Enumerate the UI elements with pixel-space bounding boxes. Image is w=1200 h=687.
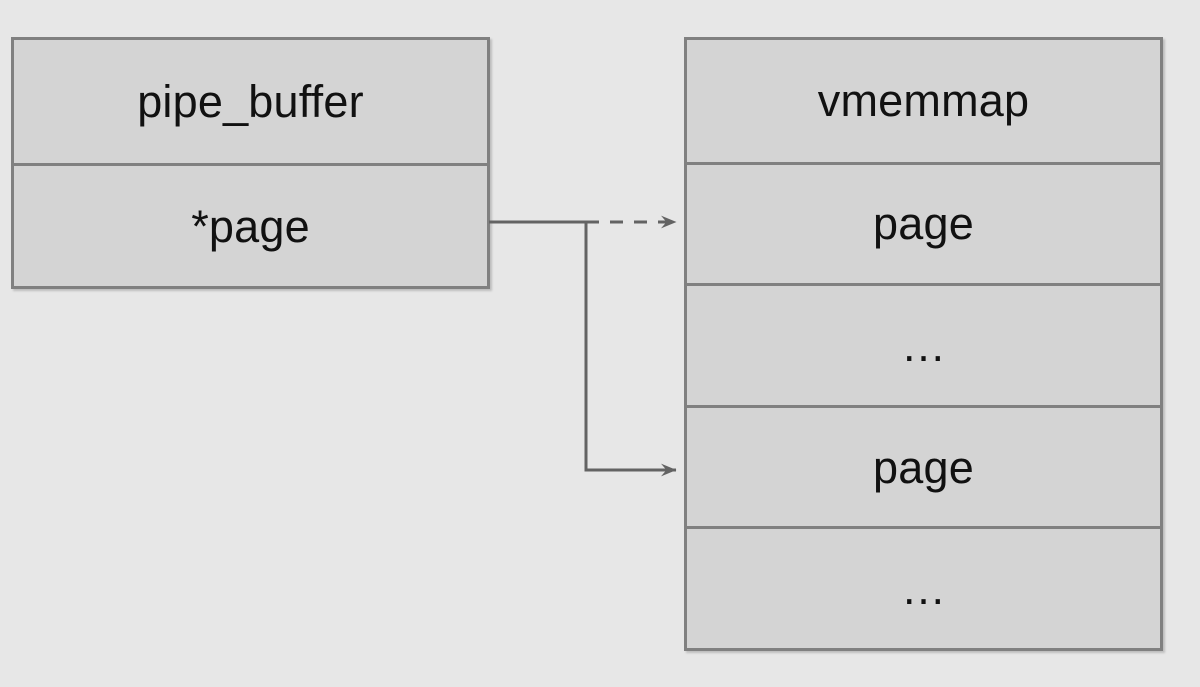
page-pointer-solid-connector	[489, 220, 677, 477]
vmemmap-entry-ellipsis-2: …	[687, 526, 1160, 648]
pipe-buffer-field-page: *page	[14, 163, 487, 286]
pipe-buffer-struct: pipe_buffer *page	[11, 37, 490, 289]
vmemmap-header: vmemmap	[817, 75, 1030, 127]
vmemmap-entry-page-1: page	[687, 161, 1160, 284]
vmemmap-entry-ellipsis-1: …	[687, 283, 1160, 405]
pipe-buffer-header: pipe_buffer	[137, 76, 364, 127]
vmemmap-struct: vmemmap page … page …	[684, 37, 1163, 651]
vmemmap-entry-page-2: page	[687, 404, 1160, 527]
